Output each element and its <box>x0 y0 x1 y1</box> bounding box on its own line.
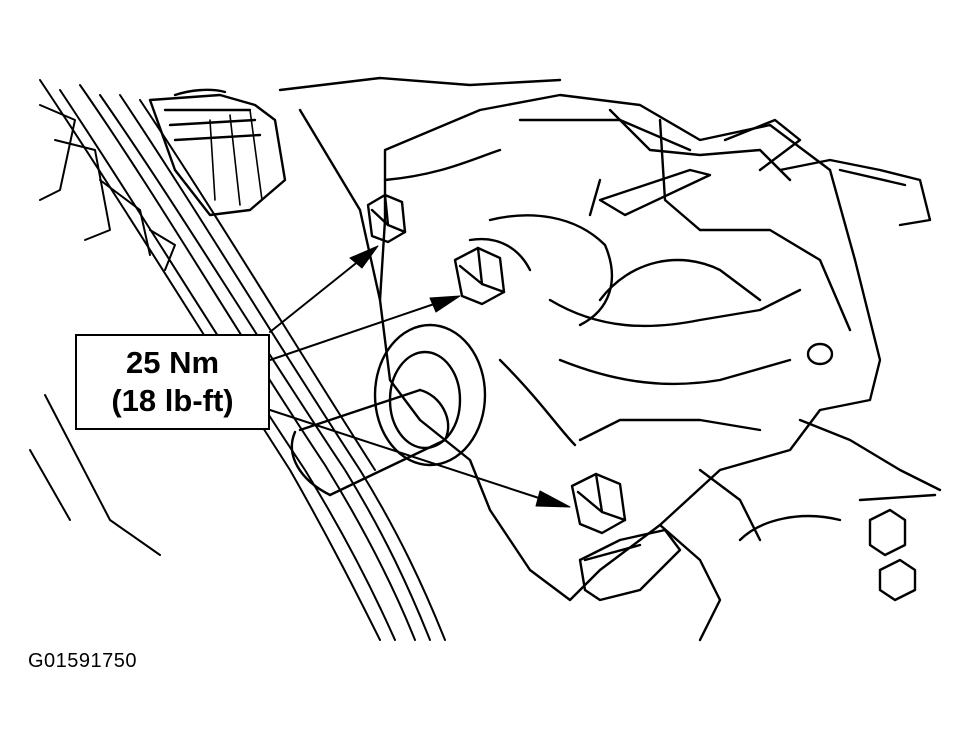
center-bolt <box>453 246 506 306</box>
pump-shaft <box>290 323 487 497</box>
right-fasteners <box>858 493 937 602</box>
drive-belt <box>29 79 446 641</box>
torque-spec-callout: 25 Nm (18 lb-ft) <box>75 334 270 430</box>
upper-housing <box>148 76 562 302</box>
pump-body <box>378 93 942 642</box>
arrowheads <box>349 245 571 508</box>
torque-metric-label: 25 Nm <box>125 345 220 380</box>
torque-imperial-label: (18 lb-ft) <box>111 383 234 418</box>
figure-id-label: G01591750 <box>28 650 138 672</box>
lower-bolt <box>570 472 627 535</box>
upper-left-bolt <box>366 193 407 244</box>
leader-lines <box>269 259 546 501</box>
lower-bracket <box>578 528 682 602</box>
